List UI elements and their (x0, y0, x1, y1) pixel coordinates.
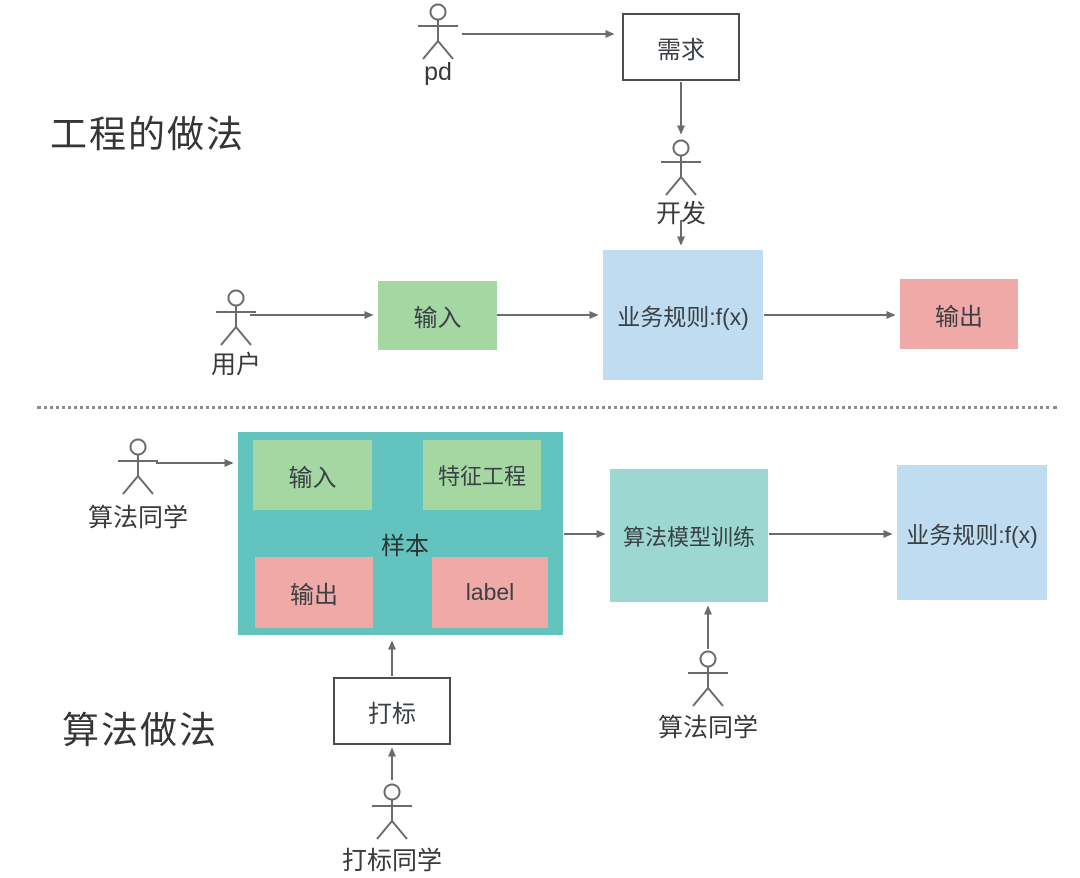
stick-figure-icon (118, 438, 158, 495)
node-output-inner: 输出 (255, 557, 373, 628)
actor-user: 用户 (211, 289, 261, 379)
node-output-top: 输出 (900, 279, 1018, 349)
section-title-engineering: 工程的做法 (50, 114, 245, 155)
node-label: label (432, 557, 548, 628)
node-requirement: 需求 (622, 13, 740, 81)
actor-labeler: 打标同学 (342, 783, 442, 875)
stick-figure-icon (688, 650, 728, 707)
stick-figure-icon (661, 139, 701, 196)
node-business-rule-top: 业务规则:f(x) (603, 250, 763, 380)
node-business-rule-bottom: 业务规则:f(x) (897, 465, 1047, 600)
node-tagging: 打标 (333, 677, 451, 745)
stick-figure-icon (372, 783, 412, 840)
actor-label: 算法同学 (87, 504, 188, 532)
stick-figure-icon (418, 3, 458, 60)
actor-label: 用户 (210, 351, 261, 379)
node-feature-engineering: 特征工程 (423, 440, 541, 510)
actor-label: 打标同学 (341, 847, 442, 875)
actor-pd: pd (416, 3, 460, 86)
section-divider (37, 406, 1057, 409)
node-input-top: 输入 (378, 281, 497, 350)
sample-label: 样本 (381, 532, 429, 560)
node-input-inner: 输入 (253, 440, 372, 510)
actor-label: pd (424, 58, 452, 86)
node-model-training: 算法模型训练 (610, 469, 768, 602)
actor-algo-left: 算法同学 (88, 438, 188, 532)
stick-figure-icon (216, 289, 256, 346)
actor-label: 开发 (655, 200, 706, 228)
actor-developer: 开发 (656, 139, 706, 228)
section-title-algorithm: 算法做法 (62, 710, 218, 751)
actor-label: 算法同学 (657, 714, 758, 742)
actor-algo-right: 算法同学 (658, 650, 758, 742)
